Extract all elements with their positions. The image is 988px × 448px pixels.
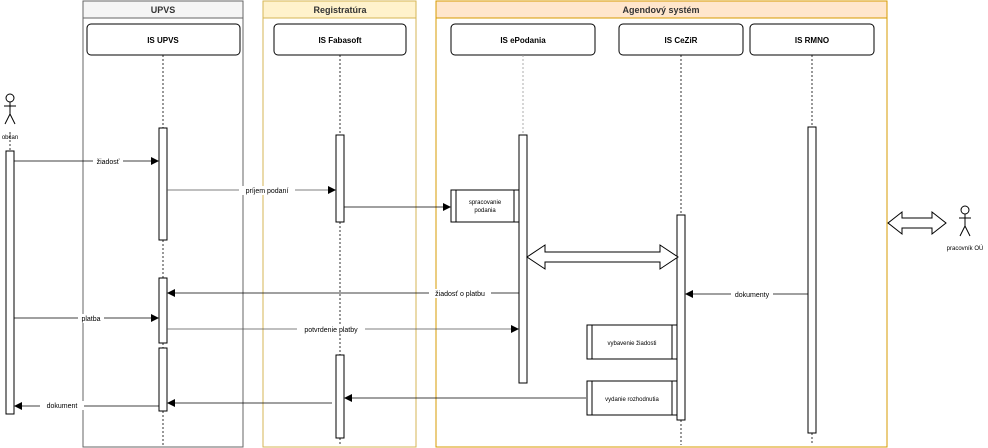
activation-epodania [518, 134, 528, 384]
process-vydanie: vydanie rozhodnutia [586, 380, 678, 416]
messages [14, 157, 808, 410]
activation-upvs-1 [158, 127, 168, 241]
participant-label: IS Fabasoft [318, 36, 361, 45]
label-dokumenty: dokumenty [735, 292, 770, 299]
lane-upvs: UPVS [82, 0, 244, 448]
activation-rmno [807, 126, 817, 434]
actor-label-pracovnik: pracovník OÚ [947, 245, 984, 252]
label-platba: platba [81, 316, 100, 323]
label-prijem: príjem podaní [246, 188, 289, 195]
activation-obcan [5, 150, 15, 415]
participant-is-fabasoft: IS Fabasoft [273, 23, 407, 56]
participant-is-rmno: IS RMNO [749, 23, 875, 56]
label-potvrdenie: potvrdenie platby [304, 327, 358, 334]
process-label-line2: podania [474, 208, 496, 214]
participant-label: IS CeZiR [665, 36, 698, 45]
participant-is-cezir: IS CeZiR [618, 23, 744, 56]
label-dokument: dokument [47, 403, 78, 410]
actor-label-obcan: občan [2, 135, 18, 141]
activation-upvs-3 [158, 347, 168, 412]
label-ziadost: žiadosť [97, 159, 120, 166]
process-label-line1: spracovanie [469, 200, 502, 206]
activation-fabasoft-2 [335, 354, 345, 439]
participant-is-epodania: IS ePodania [450, 23, 596, 56]
participant-label: IS RMNO [795, 36, 829, 45]
process-spracovanie: spracovanie podania [450, 189, 520, 223]
double-arrow-pracovnik [887, 210, 947, 236]
lane-title-agenda: Agendový systém [622, 5, 699, 15]
actor-obcan [4, 93, 16, 125]
activation-fabasoft-1 [335, 134, 345, 223]
double-arrow-epodania-cezir [526, 244, 679, 270]
process-vybavenie: vybavenie žiadosti [586, 324, 678, 360]
participant-label: IS UPVS [147, 36, 179, 45]
process-label: vybavenie žiadosti [607, 341, 656, 347]
participant-label: IS ePodania [500, 36, 546, 45]
lane-title-registratura: Registratúra [313, 5, 367, 15]
lane-agenda: Agendový systém [435, 0, 888, 448]
process-label: vydanie rozhodnutia [605, 397, 659, 403]
participant-is-upvs: IS UPVS [86, 23, 241, 56]
activations [5, 126, 817, 439]
lifelines [9, 55, 813, 445]
activation-upvs-2 [158, 277, 168, 344]
actor-pracovnik [959, 205, 971, 237]
lane-registratura: Registratúra [262, 0, 417, 448]
label-ziadost-platba: žiadosť o platbu [435, 291, 485, 298]
lane-title-upvs: UPVS [151, 5, 176, 15]
activation-cezir [676, 214, 686, 421]
